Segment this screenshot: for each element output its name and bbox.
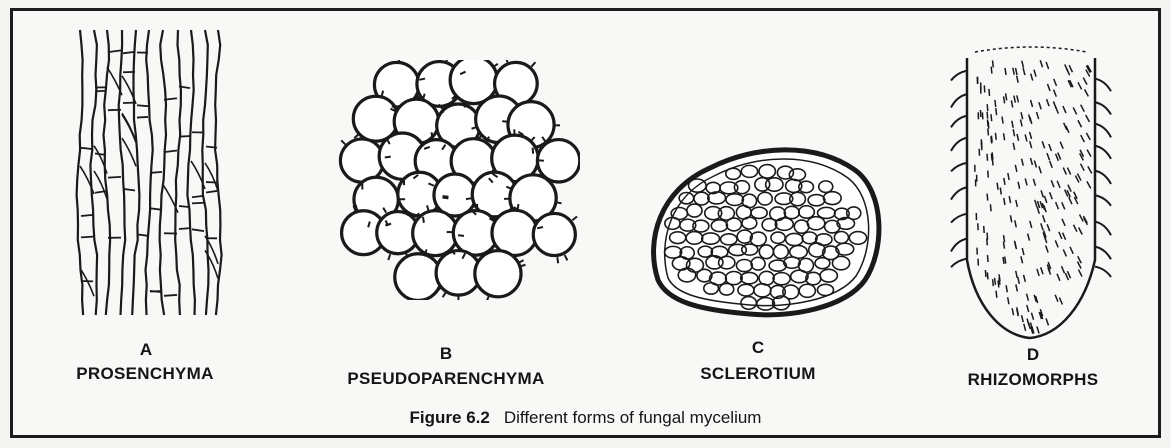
panel-name-b: PSEUDOPARENCHYMA: [326, 369, 566, 389]
pseudoparenchyma-illustration: [330, 60, 580, 300]
panel-name-c: SCLEROTIUM: [678, 364, 838, 384]
panel-name-a: PROSENCHYMA: [60, 364, 230, 384]
panel-letter-d: D: [1013, 345, 1053, 365]
figure-caption: Figure 6.2 Different forms of fungal myce…: [0, 408, 1171, 428]
panel-name-d: RHIZOMORPHS: [943, 370, 1123, 390]
sclerotium-illustration: [640, 130, 890, 325]
panel-letter-b: B: [426, 344, 466, 364]
figure-caption-text: Different forms of fungal mycelium: [504, 408, 762, 427]
figure-number: Figure 6.2: [410, 408, 490, 427]
panel-letter-a: A: [126, 340, 166, 360]
prosenchyma-illustration: [70, 25, 230, 325]
rhizomorph-illustration: [945, 40, 1120, 340]
panel-letter-c: C: [738, 338, 778, 358]
